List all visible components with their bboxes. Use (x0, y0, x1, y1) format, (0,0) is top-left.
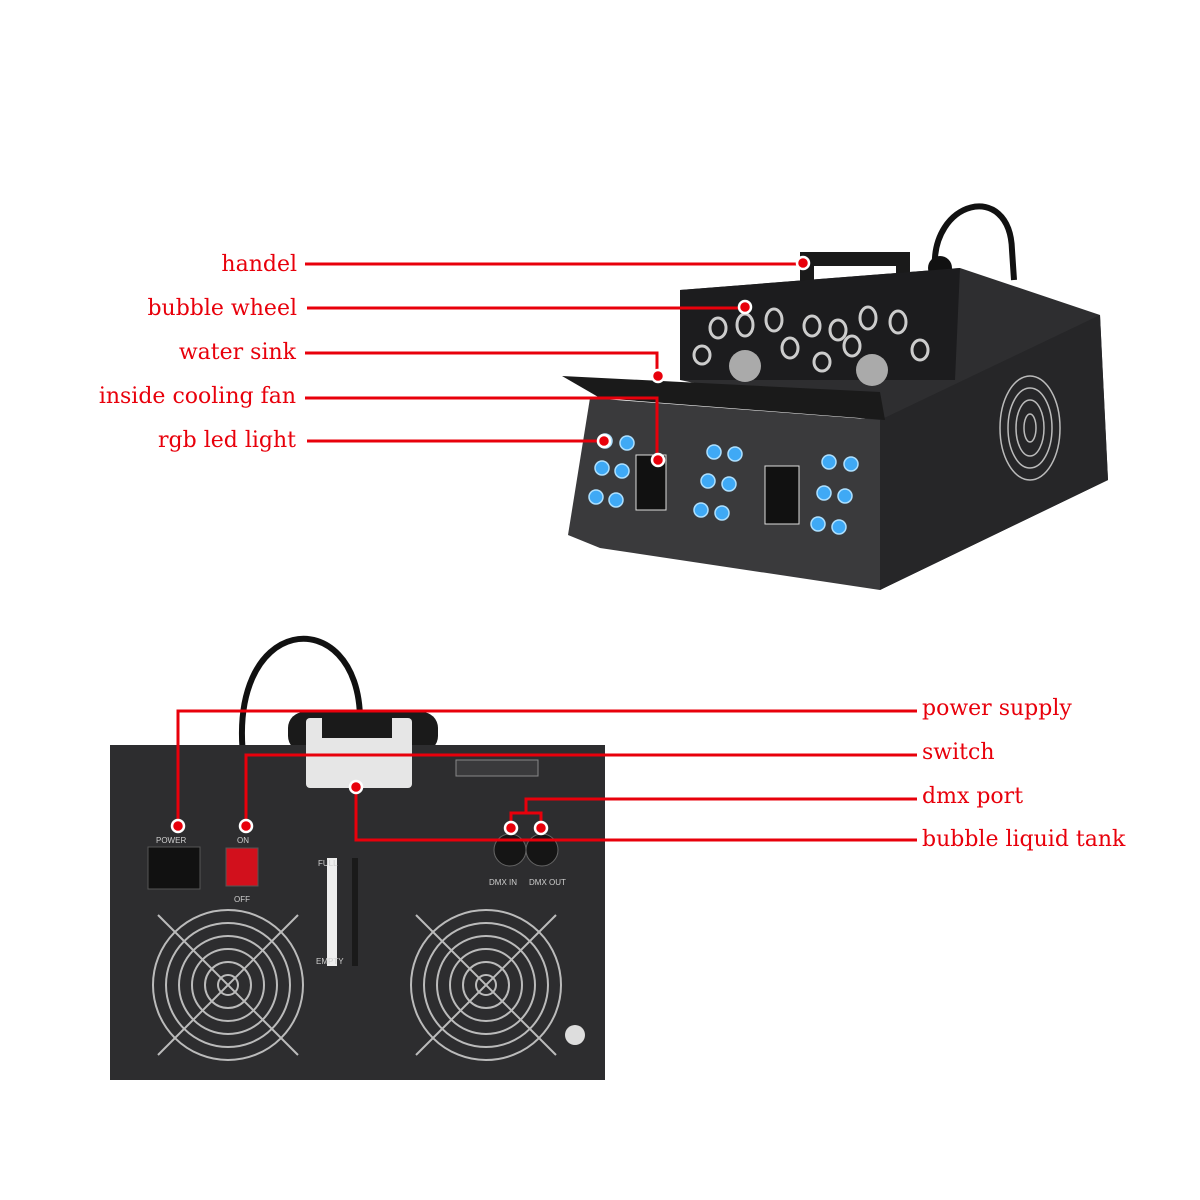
callout-line-power-supply (176, 709, 917, 826)
power-cable (239, 635, 363, 771)
callout-lines (176, 262, 917, 842)
on-text: ON (237, 836, 249, 845)
label-handle: handel (221, 252, 297, 277)
back-machine: POWER OFF ON FULL EMPTY DMX IN DMX OUT (110, 635, 605, 1080)
callout-line-liquid-tank (354, 787, 917, 842)
callout-line-cooling-fan (305, 396, 659, 460)
label-bubble-wheel: bubble wheel (147, 296, 297, 321)
front-panel (568, 398, 880, 590)
callout-line-water-sink (305, 351, 659, 376)
rgb-leds (588, 433, 859, 535)
label-inside-cooling-fan: inside cooling fan (98, 384, 296, 409)
label-dmx-port: dmx port (922, 784, 1024, 809)
label-rgb-led-light: rgb led light (158, 428, 296, 453)
power-text: POWER (156, 836, 186, 845)
label-switch: switch (922, 740, 995, 765)
handle-bar (800, 252, 910, 266)
full-text: FULL (318, 859, 338, 868)
left-fan-grille (152, 909, 304, 1061)
dmx-in-text: DMX IN (489, 878, 517, 887)
power-inlet (147, 846, 201, 890)
label-power-supply: power supply (922, 696, 1072, 721)
front-machine (562, 203, 1108, 590)
side-fan-grille (999, 375, 1061, 481)
water-sink-tray (562, 376, 885, 420)
power-switch (225, 847, 259, 887)
right-fan-grille (410, 909, 562, 1061)
callout-line-dmx-port (524, 797, 917, 813)
label-water-sink: water sink (178, 340, 296, 365)
dmx-out-text: DMX OUT (529, 878, 566, 887)
level-gauge (327, 858, 337, 966)
empty-text: EMPTY (316, 957, 344, 966)
label-bubble-liquid-tank: bubble liquid tank (922, 827, 1126, 852)
callout-line-switch (244, 753, 917, 826)
power-cable (931, 203, 1017, 281)
callout-dots (170, 255, 811, 836)
off-text: OFF (234, 895, 250, 904)
